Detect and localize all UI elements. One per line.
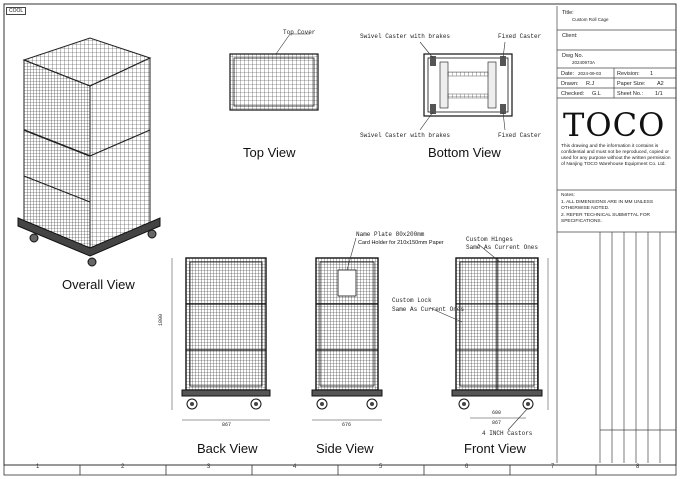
toco-logo: TOCO — [563, 106, 666, 144]
tb-revision-label: Revision: — [617, 71, 640, 77]
overall-view-title: Overall View — [62, 277, 135, 292]
back-view-drawing — [171, 257, 271, 421]
back-view-title: Back View — [197, 441, 258, 456]
callout-swivel-caster-top: Swivel Caster with brakes — [360, 33, 451, 40]
dim-front-inner: 600 — [492, 410, 502, 416]
callout-swivel-caster-bottom: Swivel Caster with brakes — [360, 132, 451, 139]
top-view-title: Top View — [243, 145, 296, 160]
zone-1: 1 — [36, 464, 40, 470]
bottom-view-title: Bottom View — [428, 145, 501, 160]
overall-view-drawing — [17, 37, 161, 267]
callout-fixed-caster-top: Fixed Caster — [498, 33, 542, 40]
tb-title-label: Title: — [562, 10, 574, 16]
tb-paper-label: Paper Size: — [617, 81, 646, 87]
zone-8: 8 — [636, 464, 640, 470]
zone-2: 2 — [121, 464, 125, 470]
zone-5: 5 — [379, 464, 383, 470]
callout-fixed-caster-bottom: Fixed Caster — [498, 132, 542, 139]
tb-drawn-label: Drawn: — [561, 81, 579, 87]
dim-height: 1800 — [158, 313, 164, 326]
tb-title-value: Custom Roll Cage — [572, 17, 609, 22]
tb-revision-value: 1 — [650, 71, 654, 77]
tb-drawn-value: R.J — [586, 81, 595, 87]
callout-name-plate: Name Plate 80x200mm — [356, 231, 425, 238]
tb-client-label: Client: — [562, 33, 578, 39]
side-view-drawing — [311, 237, 383, 421]
dim-side-width: 676 — [342, 422, 352, 428]
side-view-title: Side View — [316, 441, 374, 456]
callout-custom-lock: Custom Lock — [392, 297, 432, 304]
tb-checked-value: G.L — [592, 91, 601, 97]
sheet-code: COOL — [6, 7, 27, 15]
callout-card-holder: Card Holder for 210x150mm Paper — [358, 240, 444, 246]
zone-4: 4 — [293, 464, 297, 470]
callout-same-lock: Same As Current Ones — [392, 306, 465, 313]
tb-notes-label: Notes: — [561, 193, 575, 198]
tb-sheet-label: Sheet No.: — [617, 91, 643, 97]
tb-note-2: 2. REFER TECHNICAL SUBMITTAL FOR SPECIFI… — [561, 213, 651, 224]
tb-confidential: This drawing and the information it cont… — [561, 144, 671, 167]
tb-sheet-value: 1/1 — [655, 91, 663, 97]
tb-date-label: Date: — [561, 71, 575, 77]
dim-front-width: 867 — [492, 420, 502, 426]
callout-custom-hinges: Custom Hinges — [466, 236, 513, 243]
tb-dwg-label: Dwg No. — [562, 53, 584, 59]
zone-3: 3 — [207, 464, 211, 470]
dim-back-width: 867 — [222, 422, 232, 428]
front-view-title: Front View — [464, 441, 526, 456]
tb-dwg-value: 20240973A — [572, 60, 596, 65]
zone-7: 7 — [551, 464, 555, 470]
tb-date-value: 2024-09-03 — [578, 71, 602, 76]
tb-note-1: 1. ALL DIMENSIONS ARE IN MM UNLESS OTHER… — [561, 200, 654, 211]
tb-paper-value: A2 — [657, 81, 664, 87]
tb-checked-label: Checked: — [561, 91, 585, 97]
bottom-view-drawing — [419, 41, 513, 131]
callout-casters: 4 INCH Castors — [482, 430, 533, 437]
callout-same-hinges: Same As Current Ones — [466, 244, 539, 251]
top-view-drawing — [229, 33, 319, 111]
zone-6: 6 — [465, 464, 469, 470]
callout-top-cover: Top Cover — [283, 29, 316, 36]
front-view-drawing — [429, 243, 549, 431]
